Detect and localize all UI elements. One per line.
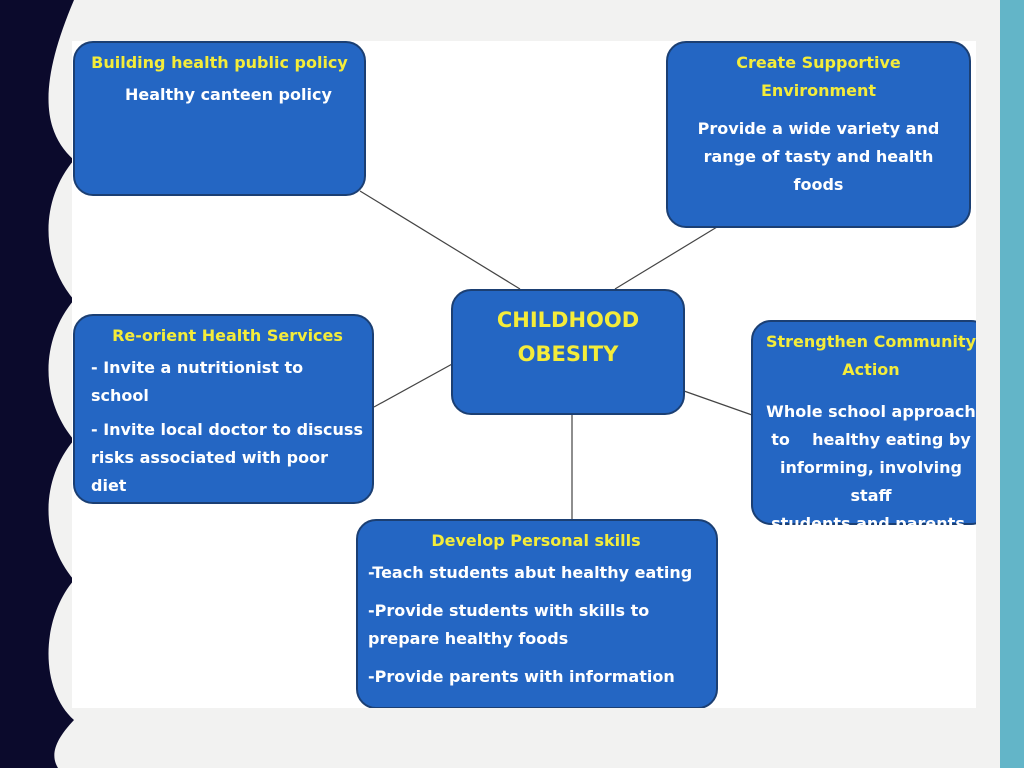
center-box-childhood-obesity: CHILDHOOD OBESITY — [451, 289, 685, 415]
box-building-health-public-policy: Building health public policy Healthy ca… — [73, 41, 366, 196]
title-line: Environment — [760, 81, 877, 100]
center-line: OBESITY — [517, 342, 619, 366]
right-accent-bar — [1000, 0, 1024, 768]
title-line: Create Supportive — [736, 53, 901, 72]
body-line: informing, involving staff — [780, 458, 962, 505]
box-title: Re-orient Health Services — [112, 326, 343, 345]
center-line: CHILDHOOD — [496, 308, 640, 332]
body-item: - Invite local doctor to discuss risks a… — [91, 420, 363, 495]
connector-health-services — [373, 362, 455, 408]
body-line: foods — [793, 175, 844, 194]
body-line: range of tasty and health — [703, 147, 934, 166]
box-title: Building health public policy — [91, 53, 348, 72]
box-body: Healthy canteen policy — [125, 85, 332, 104]
box-body: -Teach students abut healthy eating -Pro… — [368, 559, 704, 691]
body-line: Provide a wide variety and — [697, 119, 940, 138]
box-body: - Invite a nutritionist to school - Invi… — [91, 354, 364, 500]
connector-lines — [359, 190, 753, 519]
box-body: Whole school approach to healthy eating … — [759, 398, 976, 538]
body-item: -Provide students with skills to prepare… — [368, 601, 650, 648]
connector-community — [683, 390, 753, 416]
box-strengthen-community-action: Strengthen Community Action Whole school… — [751, 320, 976, 533]
box-title: Develop Personal skills — [431, 531, 641, 550]
title-line: Strengthen Community — [765, 332, 976, 351]
box-develop-personal-skills: Develop Personal skills -Teach students … — [356, 519, 718, 708]
body-line: students and parents. — [771, 514, 971, 533]
title-line: Action — [842, 360, 900, 379]
body-line: to healthy eating by — [771, 430, 971, 449]
box-title: Strengthen Community Action — [759, 328, 976, 384]
diagram-image: Building health public policy Healthy ca… — [72, 41, 976, 708]
body-item: -Teach students abut healthy eating — [368, 563, 693, 582]
box-title: Create Supportive Environment — [680, 49, 957, 105]
center-title: CHILDHOOD OBESITY — [465, 303, 671, 371]
box-re-orient-health-services: Re-orient Health Services - Invite a nut… — [73, 314, 374, 504]
body-item: - Invite a nutritionist to school — [91, 358, 304, 405]
body-line: Whole school approach — [766, 402, 976, 421]
connector-environment — [614, 226, 718, 290]
box-create-supportive-environment: Create Supportive Environment Provide a … — [666, 41, 971, 228]
body-item: -Provide parents with information — [368, 667, 675, 686]
left-scalloped-strip — [0, 0, 74, 768]
box-body: Provide a wide variety and range of tast… — [680, 115, 957, 199]
connector-policy — [359, 190, 521, 290]
